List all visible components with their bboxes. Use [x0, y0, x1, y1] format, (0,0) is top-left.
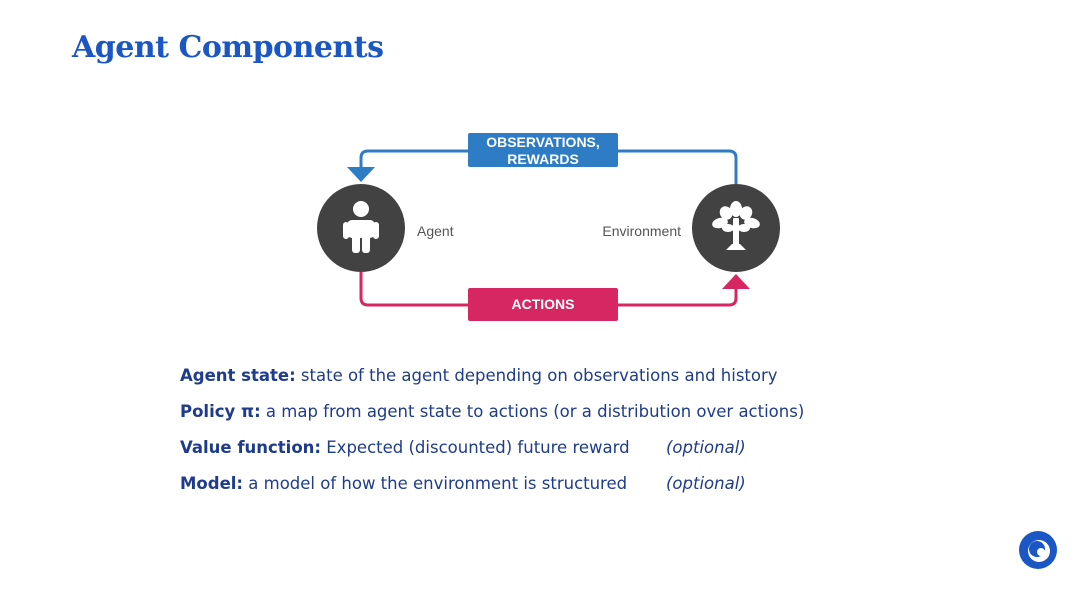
definition-term: Policy π: [180, 402, 261, 421]
observations-box [468, 133, 618, 167]
agent-environment-diagram: OBSERVATIONS, REWARDS ACTIONS Agent Envi… [317, 133, 780, 321]
definition-value-function: Value function: Expected (discounted) fu… [180, 438, 804, 474]
definition-term: Value function: [180, 438, 322, 457]
definition-text: a model of how the environment is struct… [243, 474, 628, 493]
actions-box [468, 288, 618, 321]
action-arrowhead-icon [722, 274, 750, 289]
definition-policy: Policy π: a map from agent state to acti… [180, 402, 804, 438]
definition-text: state of the agent depending on observat… [295, 366, 778, 385]
definition-text: a map from agent state to actions (or a … [260, 402, 805, 421]
definition-agent-state: Agent state: state of the agent dependin… [180, 366, 804, 402]
definition-term: Model: [180, 474, 244, 493]
brand-logo-icon [1019, 531, 1057, 569]
definition-term: Agent state: [180, 366, 296, 385]
person-icon [343, 201, 379, 253]
environment-label: Environment [602, 223, 681, 239]
definition-model: Model: a model of how the environment is… [180, 474, 804, 510]
tree-icon [712, 201, 760, 250]
observation-arrowhead-icon [347, 167, 375, 182]
rewards-label: REWARDS [507, 151, 579, 167]
slide-title: Agent Components [72, 30, 384, 65]
actions-label: ACTIONS [512, 296, 575, 312]
definitions-list: Agent state: state of the agent dependin… [180, 366, 804, 510]
optional-tag: (optional) [666, 438, 746, 457]
definition-text: Expected (discounted) future reward [321, 438, 630, 457]
observations-label: OBSERVATIONS, [486, 134, 600, 150]
agent-label: Agent [417, 223, 454, 239]
optional-tag: (optional) [666, 474, 746, 493]
